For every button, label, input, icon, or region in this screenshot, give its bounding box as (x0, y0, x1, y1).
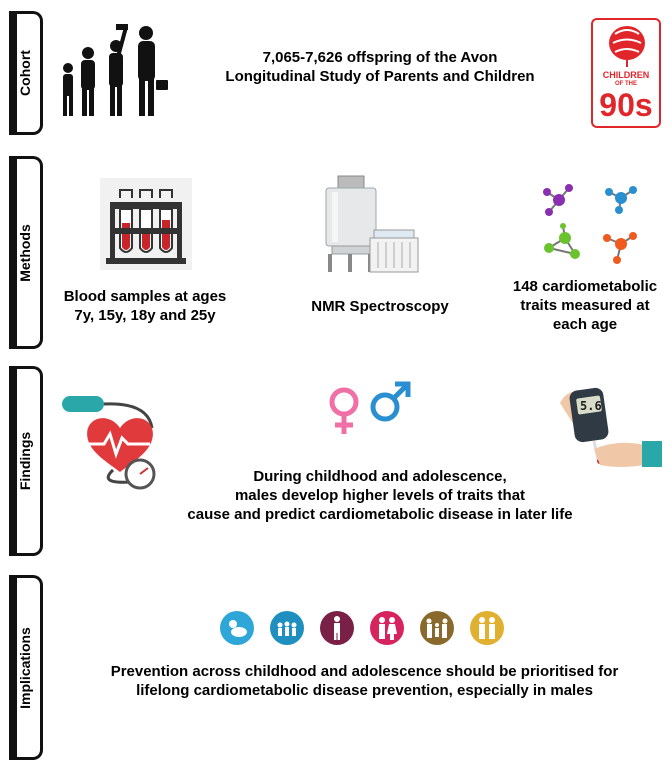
traits-label: 148 cardiometabolic traits measured at e… (500, 277, 670, 334)
couple-icon (370, 611, 404, 645)
children-of-the-90s-logo: CHILDREN OF THE 90s (591, 18, 661, 128)
blood-line-1: Blood samples at ages (63, 288, 227, 305)
implications-line-1: Prevention across childhood and adolesce… (110, 663, 619, 680)
lifecycle-icons (219, 610, 509, 646)
logo-text-children: CHILDREN (602, 70, 650, 80)
section-tab-implications: Implications (9, 575, 43, 760)
test-tubes-icon (100, 178, 192, 270)
nmr-label: NMR Spectroscopy (311, 298, 449, 315)
section-tab-findings: Findings (9, 366, 43, 556)
female-symbol-icon (329, 387, 359, 434)
section-tab-methods: Methods (9, 156, 43, 349)
implications-line-2: lifelong cardiometabolic disease prevent… (136, 682, 593, 699)
blood-line-2: 7y, 15y, 18y and 25y (74, 307, 216, 324)
molecules-icon (543, 184, 637, 264)
section-label-implications: Implications (16, 626, 33, 709)
elderly-couple-icon (470, 611, 504, 645)
implications-text: Prevention across childhood and adolesce… (62, 662, 667, 700)
logo-text-of-the: OF THE (615, 81, 637, 87)
section-tab-cohort: Cohort (9, 11, 43, 135)
traits-line-3: each age (552, 316, 618, 333)
section-label-methods: Methods (16, 223, 33, 282)
findings-line-1: During childhood and adolescence, (253, 468, 507, 485)
sex-symbols (326, 380, 416, 436)
infant-icon (220, 611, 254, 645)
children-group-icon (270, 611, 304, 645)
traits-line-2: traits measured at (520, 297, 650, 314)
section-label-findings: Findings (16, 431, 33, 491)
family-icon (420, 611, 454, 645)
cohort-description: 7,065-7,626 offspring of the Avon Longit… (180, 48, 580, 86)
balloon-icon (609, 26, 645, 67)
glucose-meter: 5.6 (558, 385, 662, 470)
blood-samples-label: Blood samples at ages 7y, 15y, 18y and 2… (60, 287, 230, 325)
blood-pressure-heart-icon (62, 396, 156, 490)
teen-icon (320, 611, 354, 645)
cohort-line-1: 7,065-7,626 offspring of the Avon (262, 49, 498, 66)
male-symbol-icon (370, 381, 411, 422)
family-silhouette-icon (63, 24, 168, 116)
findings-line-2: males develop higher levels of traits th… (234, 487, 526, 504)
nmr-spectrometer-icon (325, 175, 419, 273)
logo-text-90s: 90s (599, 87, 653, 123)
findings-line-3: cause and predict cardiometabolic diseas… (187, 506, 573, 523)
section-label-cohort: Cohort (16, 50, 33, 96)
cohort-line-2: Longitudinal Study of Parents and Childr… (225, 68, 535, 85)
glucose-reading: 5.6 (580, 399, 602, 413)
glucose-meter-icon (560, 387, 662, 467)
traits-line-1: 148 cardiometabolic (512, 278, 658, 295)
findings-text: During childhood and adolescence, males … (130, 467, 630, 524)
